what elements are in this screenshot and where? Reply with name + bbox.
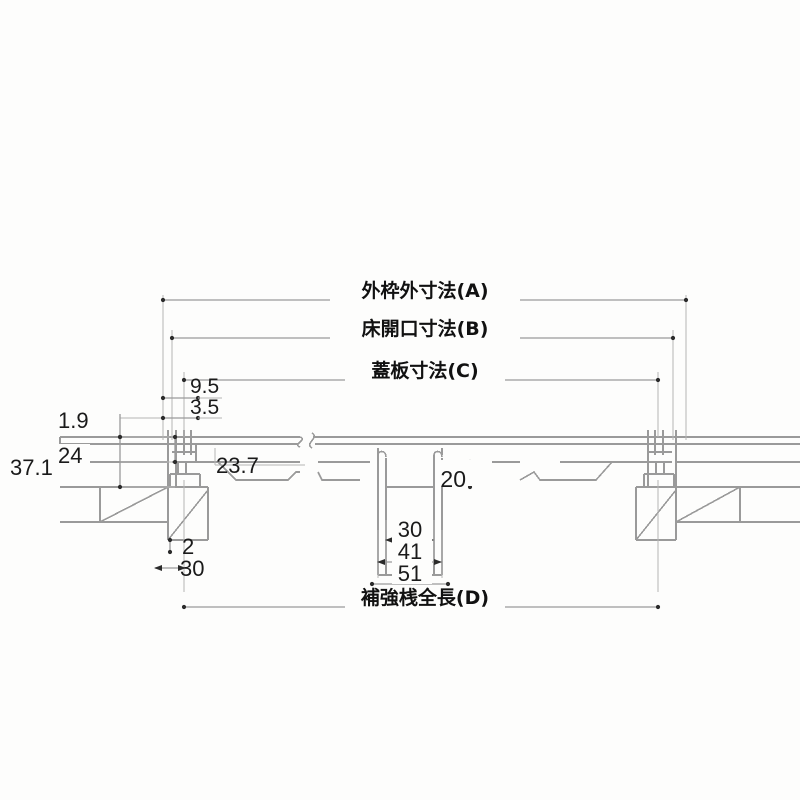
dimension-A: 外枠外寸法(A)	[160, 279, 689, 303]
dimension-D-label: 補強桟全長(D)	[360, 586, 489, 609]
dimension-51: 51	[369, 561, 451, 587]
dimension-24: 24	[56, 434, 178, 468]
dimension-3-5-value: 3.5	[190, 396, 219, 419]
right-anchor-hatch	[635, 489, 677, 541]
dimension-A-label: 外枠外寸法(A)	[361, 279, 488, 302]
dimension-37-1: 37.1	[10, 434, 123, 490]
dimension-9-5: 9.5	[160, 375, 222, 401]
dimension-2: 2	[167, 534, 194, 559]
dimension-41-value: 41	[398, 539, 422, 564]
cover-underform-right	[519, 461, 613, 481]
dimension-1-9: 1.9	[58, 408, 123, 440]
dimension-D: 補強桟全長(D)	[181, 586, 661, 610]
dimension-1-9-value: 1.9	[58, 408, 89, 433]
dimension-37-1-value: 37.1	[10, 455, 53, 480]
extension-lines	[120, 295, 687, 592]
dimension-51-value: 51	[398, 561, 422, 586]
substrate-hatch-right	[675, 486, 741, 523]
dimension-20: 20	[440, 459, 492, 492]
dimension-C: 蓋板寸法(C)	[181, 359, 661, 383]
dimension-24-value: 24	[58, 443, 82, 468]
dimension-23-7: 23.7	[214, 448, 305, 478]
dimension-30-inner-value: 30	[398, 517, 422, 542]
dimension-B-label: 床開口寸法(B)	[362, 317, 489, 340]
break-symbol-left	[296, 436, 304, 448]
dimension-20-value: 20	[440, 466, 466, 492]
dimension-2-value: 2	[182, 534, 194, 559]
dimension-30-base-value: 30	[180, 556, 204, 581]
substrate-hatch-left	[99, 486, 169, 523]
break-symbol-right	[308, 432, 316, 449]
dimension-B: 床開口寸法(B)	[169, 317, 676, 341]
dimension-30-base: 30	[154, 556, 204, 581]
dimension-23-7-value: 23.7	[216, 453, 259, 478]
cover-underform-left	[217, 461, 300, 481]
left-anchor-hatch	[167, 489, 209, 541]
cover-underform-mid	[317, 471, 360, 481]
dimension-C-label: 蓋板寸法(C)	[371, 359, 478, 382]
dimension-3-5: 3.5	[160, 396, 222, 421]
stiffener-lip-right	[433, 450, 443, 458]
dimension-9-5-value: 9.5	[190, 375, 219, 398]
